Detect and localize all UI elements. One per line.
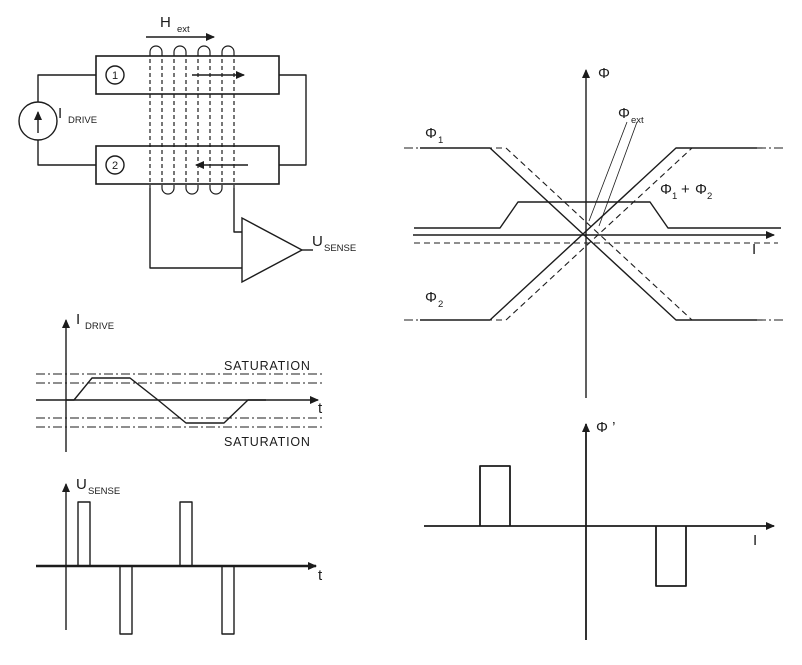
- idrive-x-axis-label: t: [318, 400, 323, 417]
- phi-ext-leader-line: [598, 121, 638, 227]
- phiprime-y-axis-label: Φ ’: [596, 419, 615, 436]
- phiprime-pulse-negative: [655, 526, 687, 587]
- phi2-curve: [420, 147, 757, 321]
- winding-loop-top: [197, 45, 211, 53]
- core-1-badge: [105, 65, 125, 85]
- i-drive-subscript: DRIVE: [68, 115, 97, 126]
- phi-sum-label-a: Φ: [660, 181, 672, 198]
- core-1: [95, 55, 280, 95]
- phi2-shifted-curve: [436, 147, 760, 321]
- phi-sum-label-b-sub: 2: [707, 191, 712, 202]
- amplifier-symbol: [241, 216, 304, 284]
- winding-loop-top: [149, 45, 163, 53]
- wire-source-to-core1: [37, 74, 96, 102]
- winding-loop-top: [221, 45, 235, 53]
- phi2-subscript: 2: [438, 299, 443, 310]
- usense-pulse-positive: [179, 501, 193, 566]
- u-sense-label: U: [312, 233, 323, 250]
- drive-current-plot: I DRIVE t SATURATION SATURATION: [36, 311, 323, 452]
- phi-sum-label: Φ 1 + Φ 2: [660, 181, 712, 202]
- idrive-y-axis-label: I: [76, 311, 80, 328]
- core-2: [95, 145, 280, 185]
- phi-sum-label-plus: +: [681, 181, 690, 198]
- h-ext-label: H: [160, 14, 171, 31]
- saturation-label-bottom: SATURATION: [224, 435, 311, 449]
- idrive-waveform: [66, 377, 266, 424]
- usense-x-axis-label: t: [318, 567, 323, 584]
- phi-ext-label: Φ: [618, 105, 630, 122]
- winding-loop-bottom: [161, 187, 175, 195]
- phiprime-pulse-positive: [479, 465, 511, 526]
- phi-sum-curve: [414, 201, 781, 229]
- usense-pulse-negative: [119, 566, 133, 635]
- phi-ext-subscript: ext: [631, 115, 644, 126]
- usense-pulse-negative: [221, 566, 235, 635]
- winding-lead-upper: [233, 188, 242, 233]
- winding-lead-lower: [149, 188, 242, 269]
- phi-x-axis-label: I: [752, 241, 756, 258]
- phi-sum-label-a-sub: 1: [672, 191, 677, 202]
- phi1-shifted-curve: [436, 147, 760, 321]
- phi-sum-label-b: Φ: [695, 181, 707, 198]
- flux-derivative-plot: Φ ’ I: [424, 419, 775, 640]
- drive-circuit: H ext I DRIVE: [18, 14, 356, 284]
- flux-vs-current-plot: Φ I Φ 1 Φ 2 Φ ext Φ 1 + Φ 2: [404, 65, 786, 398]
- core-2-badge: [105, 155, 125, 175]
- winding-loop-top: [173, 45, 187, 53]
- phi1-curve: [420, 147, 757, 321]
- wire-source-to-core2: [37, 140, 96, 166]
- wire-core1-to-core2: [279, 74, 307, 166]
- usense-pulse-positive: [77, 501, 91, 566]
- idrive-y-axis-subscript: DRIVE: [85, 321, 114, 332]
- winding-loop-bottom: [209, 187, 223, 195]
- sense-voltage-plot: U SENSE t: [36, 476, 323, 635]
- u-sense-subscript: SENSE: [324, 243, 356, 254]
- phi1-subscript: 1: [438, 135, 443, 146]
- usense-y-axis-label: U: [76, 476, 87, 493]
- saturation-label-top: SATURATION: [224, 359, 311, 373]
- i-drive-label: I: [58, 105, 62, 122]
- core-1-number: 1: [112, 70, 118, 82]
- core-2-number: 2: [112, 160, 118, 172]
- winding-loop-bottom: [185, 187, 199, 195]
- phi-y-axis-label: Φ: [598, 65, 610, 82]
- phi-ext-leader-line: [588, 121, 628, 222]
- phi2-label: Φ: [425, 289, 437, 306]
- usense-y-axis-subscript: SENSE: [88, 486, 120, 497]
- phiprime-x-axis-label: I: [753, 532, 757, 549]
- phi1-label: Φ: [425, 125, 437, 142]
- h-ext-subscript: ext: [177, 24, 190, 35]
